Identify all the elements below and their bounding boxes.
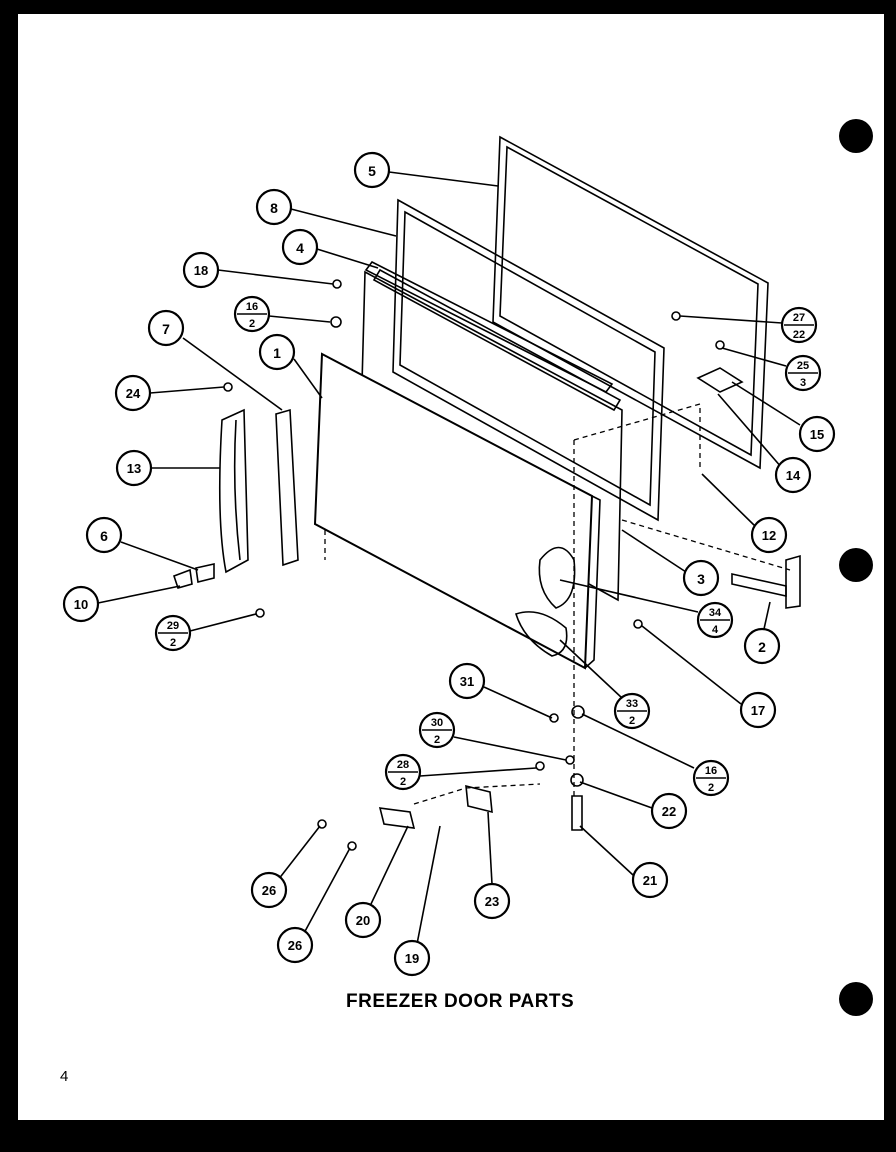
callout-33-2: 332 (613, 692, 651, 730)
callout-13: 13 (115, 449, 153, 487)
part-handle (275, 408, 299, 567)
callout-12: 12 (750, 516, 788, 554)
callout-19: 19 (393, 939, 431, 977)
callout-26-upper: 26 (250, 871, 288, 909)
svg-text:16: 16 (705, 765, 717, 777)
part-drawings (172, 135, 801, 851)
svg-text:7: 7 (162, 321, 170, 337)
callout-23: 23 (473, 882, 511, 920)
callout-14: 14 (774, 456, 812, 494)
svg-text:30: 30 (431, 717, 443, 729)
svg-text:5: 5 (368, 163, 376, 179)
svg-text:26: 26 (262, 883, 276, 898)
callout-28-2: 282 (384, 753, 422, 791)
part-breaker (392, 198, 665, 522)
callout-25-3: 253 (784, 354, 822, 392)
svg-text:17: 17 (751, 703, 765, 718)
svg-text:1: 1 (273, 345, 281, 361)
callout-3: 3 (682, 559, 720, 597)
svg-text:2: 2 (400, 776, 406, 788)
svg-text:13: 13 (127, 461, 141, 476)
svg-text:29: 29 (167, 620, 179, 632)
svg-text:2: 2 (708, 782, 714, 794)
svg-text:2: 2 (629, 715, 635, 727)
svg-text:33: 33 (626, 698, 638, 710)
callout-30-2: 302 (418, 711, 456, 749)
svg-text:8: 8 (270, 200, 278, 216)
part-handle-cap (218, 408, 249, 574)
svg-text:24: 24 (126, 386, 141, 401)
part-hinge-pin-21 (571, 795, 583, 831)
svg-text:4: 4 (712, 624, 719, 636)
svg-text:28: 28 (397, 759, 409, 771)
callout-10: 10 (62, 585, 100, 623)
svg-text:14: 14 (786, 468, 801, 483)
svg-text:6: 6 (100, 528, 108, 544)
svg-text:25: 25 (797, 360, 809, 372)
svg-text:10: 10 (74, 597, 88, 612)
svg-text:15: 15 (810, 427, 824, 442)
callout-24: 24 (114, 374, 152, 412)
part-outer-door (313, 352, 594, 670)
callout-15: 15 (798, 415, 836, 453)
callout-8: 8 (255, 188, 293, 226)
callout-18: 18 (182, 251, 220, 289)
callout-1: 1 (258, 333, 296, 371)
svg-text:2: 2 (758, 639, 766, 655)
part-hinge-bracket-23 (465, 784, 493, 814)
svg-text:2: 2 (249, 318, 255, 330)
callout-20: 20 (344, 901, 382, 939)
callout-31: 31 (448, 662, 486, 700)
part-gasket-inner (499, 145, 759, 457)
svg-text:21: 21 (643, 873, 657, 888)
part-hinge-top (696, 367, 744, 393)
page-number: 4 (60, 1068, 69, 1085)
svg-text:16: 16 (246, 301, 258, 313)
svg-text:22: 22 (793, 329, 805, 341)
part-bracket (785, 554, 801, 609)
svg-text:23: 23 (485, 894, 499, 909)
svg-text:3: 3 (697, 571, 705, 587)
svg-text:20: 20 (356, 913, 370, 928)
part-trim-6 (195, 563, 215, 583)
leader-lines (97, 171, 801, 945)
svg-text:2: 2 (170, 637, 176, 649)
binder-hole-bottom (839, 982, 873, 1016)
callout-29-2: 292 (154, 614, 192, 652)
callout-6: 6 (85, 516, 123, 554)
svg-text:2: 2 (434, 734, 440, 746)
svg-text:18: 18 (194, 263, 208, 278)
callout-17: 17 (739, 691, 777, 729)
callout-2: 2 (743, 627, 781, 665)
part-trim-10 (172, 568, 193, 589)
callout-22: 22 (650, 792, 688, 830)
svg-text:27: 27 (793, 312, 805, 324)
binder-hole-middle (839, 548, 873, 582)
svg-text:34: 34 (709, 607, 722, 619)
part-hinge-plate-20 (378, 807, 416, 829)
callout-34-4: 344 (696, 601, 734, 639)
svg-text:19: 19 (405, 951, 419, 966)
svg-text:31: 31 (460, 674, 474, 689)
svg-text:3: 3 (800, 377, 806, 389)
svg-text:12: 12 (762, 528, 776, 543)
svg-text:4: 4 (296, 240, 304, 256)
svg-text:26: 26 (288, 938, 302, 953)
svg-text:22: 22 (662, 804, 676, 819)
callout-4: 4 (281, 228, 319, 266)
callout-7: 7 (147, 309, 185, 347)
callout-16-2-lower: 162 (692, 759, 730, 797)
callout-21: 21 (631, 861, 669, 899)
binder-hole-top (839, 119, 873, 153)
part-gasket (492, 135, 769, 470)
callout-26-lower: 26 (276, 926, 314, 964)
callout-5: 5 (353, 151, 391, 189)
part-foam-34 (538, 546, 576, 609)
diagram-title: FREEZER DOOR PARTS (346, 991, 575, 1012)
part-foam-33 (515, 611, 568, 657)
callout-16-2: 162 (233, 295, 271, 333)
